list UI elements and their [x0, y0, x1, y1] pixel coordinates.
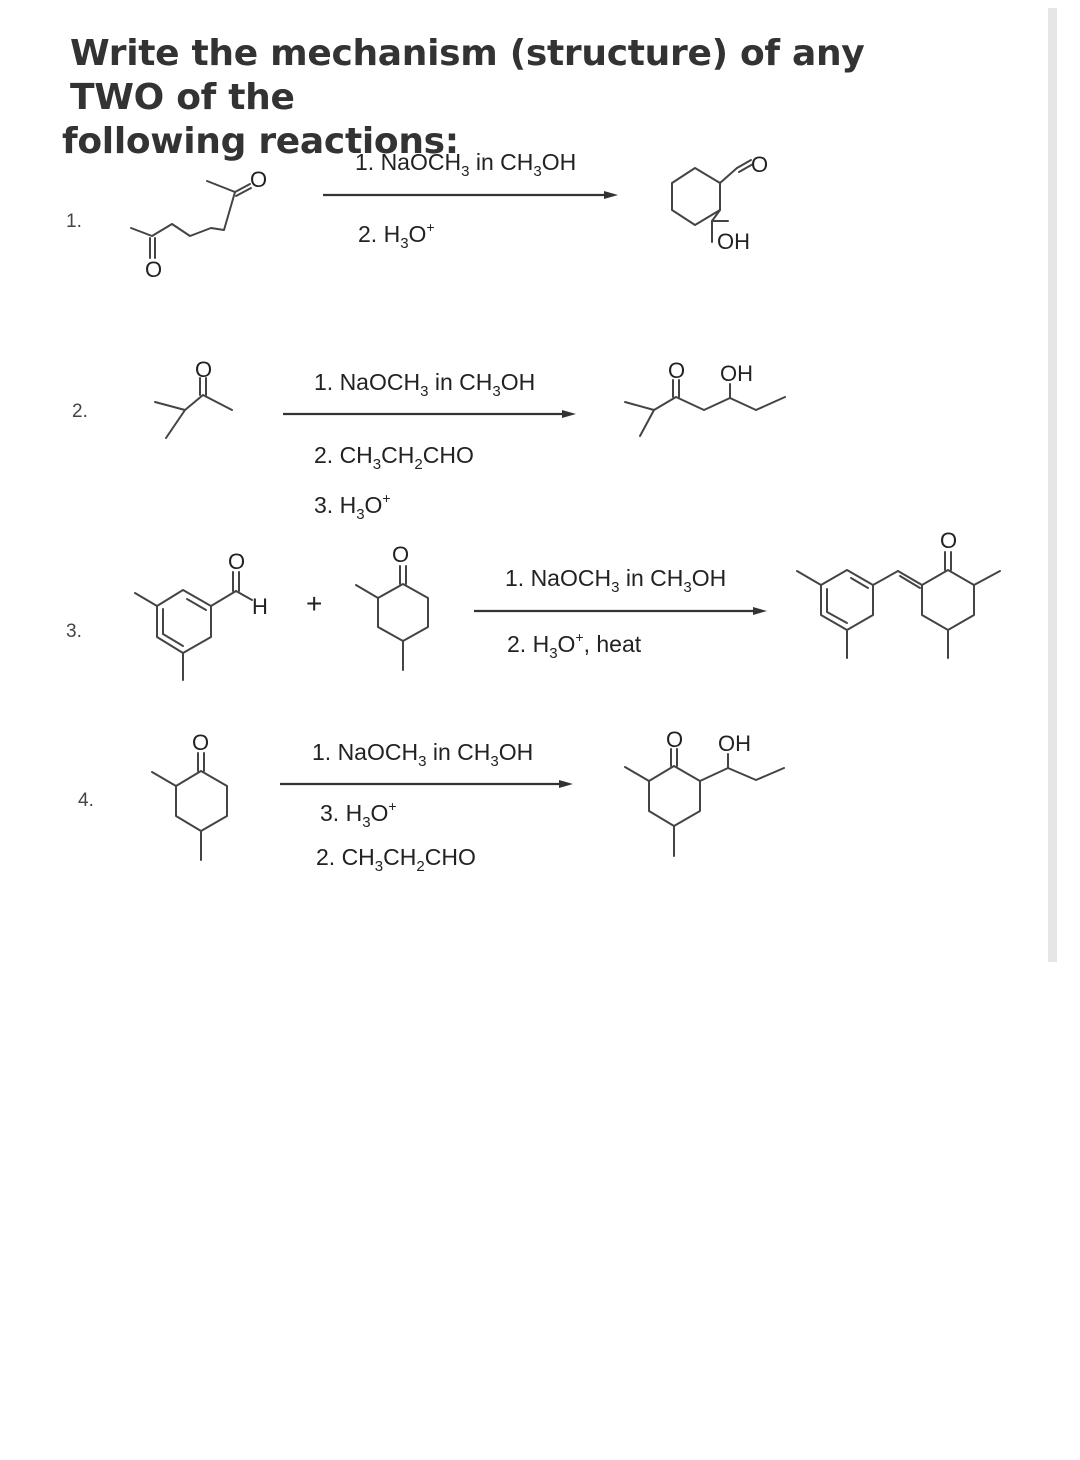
scrollbar-track[interactable] — [1048, 8, 1057, 962]
reaction-4-product-oxygen: O — [666, 727, 683, 752]
reaction-2-reactant-oxygen: O — [195, 357, 212, 382]
reaction-1: 1. O O 1. NaOCH3 in CH3OH 2. H3O+ O OH — [66, 149, 768, 282]
reaction-2-product-oxygen: O — [668, 358, 685, 383]
reaction-1-reactant-oxygen-b: O — [145, 257, 162, 282]
reaction-4-number: 4. — [78, 790, 94, 811]
reaction-4-arrowhead — [559, 780, 573, 788]
reaction-3-aldehyde-hydrogen: H — [252, 594, 268, 619]
reaction-1-product: O OH — [671, 152, 768, 254]
reaction-3-reagent-2: 2. H3O+, heat — [507, 629, 642, 662]
reaction-3: 3. O H + O 1. NaOCH3 in CH3OH 2 — [66, 528, 1001, 681]
reaction-4-reactant: O — [151, 730, 228, 861]
reaction-3-arrowhead — [753, 607, 767, 615]
question-title-line-1: Write the mechanism (structure) of any T… — [70, 33, 865, 118]
reaction-3-aldehyde: O H — [134, 549, 268, 681]
reaction-1-product-hydroxyl: OH — [717, 229, 750, 254]
question-title: Write the mechanism (structure) of any T… — [62, 32, 962, 164]
reaction-3-aldehyde-oxygen: O — [228, 549, 245, 574]
question-title-line-2: following reactions: — [62, 121, 459, 162]
reaction-1-reagent-1: 1. NaOCH3 in CH3OH — [355, 149, 576, 180]
reaction-2-reactant: O — [154, 357, 233, 439]
reaction-4-reagent-1: 1. NaOCH3 in CH3OH — [312, 739, 533, 770]
reaction-3-product: O — [796, 528, 1001, 659]
reaction-2-product: O OH — [624, 358, 786, 437]
reaction-2-arrowhead — [562, 410, 576, 418]
reaction-4-reagent-3: 2. CH3CH2CHO — [316, 844, 476, 875]
reaction-4-product-hydroxyl: OH — [718, 731, 751, 756]
reaction-1-arrowhead — [604, 191, 618, 199]
reaction-3-product-oxygen: O — [940, 528, 957, 553]
reaction-4-reagent-2: 3. H3O+ — [320, 798, 397, 831]
reaction-2-number: 2. — [72, 401, 88, 422]
reaction-3-ketone-oxygen: O — [392, 542, 409, 567]
reaction-3-plus-sign: + — [306, 588, 322, 619]
reaction-2-reagent-2: 2. CH3CH2CHO — [314, 442, 474, 473]
reaction-1-number: 1. — [66, 211, 82, 232]
reaction-1-reactant: O O — [130, 167, 267, 282]
reaction-2-product-hydroxyl: OH — [720, 361, 753, 386]
reaction-1-product-oxygen: O — [751, 152, 768, 177]
reaction-1-reactant-oxygen-a: O — [250, 167, 267, 192]
reaction-2-reagent-1: 1. NaOCH3 in CH3OH — [314, 369, 535, 400]
reaction-2-reagent-3: 3. H3O+ — [314, 490, 391, 523]
reaction-4: 4. O 1. NaOCH3 in CH3OH 3. H3O+ 2. CH3CH… — [78, 727, 785, 875]
reaction-3-reagent-1: 1. NaOCH3 in CH3OH — [505, 565, 726, 596]
reaction-3-number: 3. — [66, 621, 82, 642]
reaction-4-product: O OH — [624, 727, 785, 857]
reaction-4-reactant-oxygen: O — [192, 730, 209, 755]
reaction-1-reagent-2: 2. H3O+ — [358, 219, 435, 252]
reaction-3-ketone: O — [355, 542, 429, 671]
reaction-2: 2. O 1. NaOCH3 in CH3OH 2. CH3CH2CHO 3. … — [72, 357, 786, 523]
